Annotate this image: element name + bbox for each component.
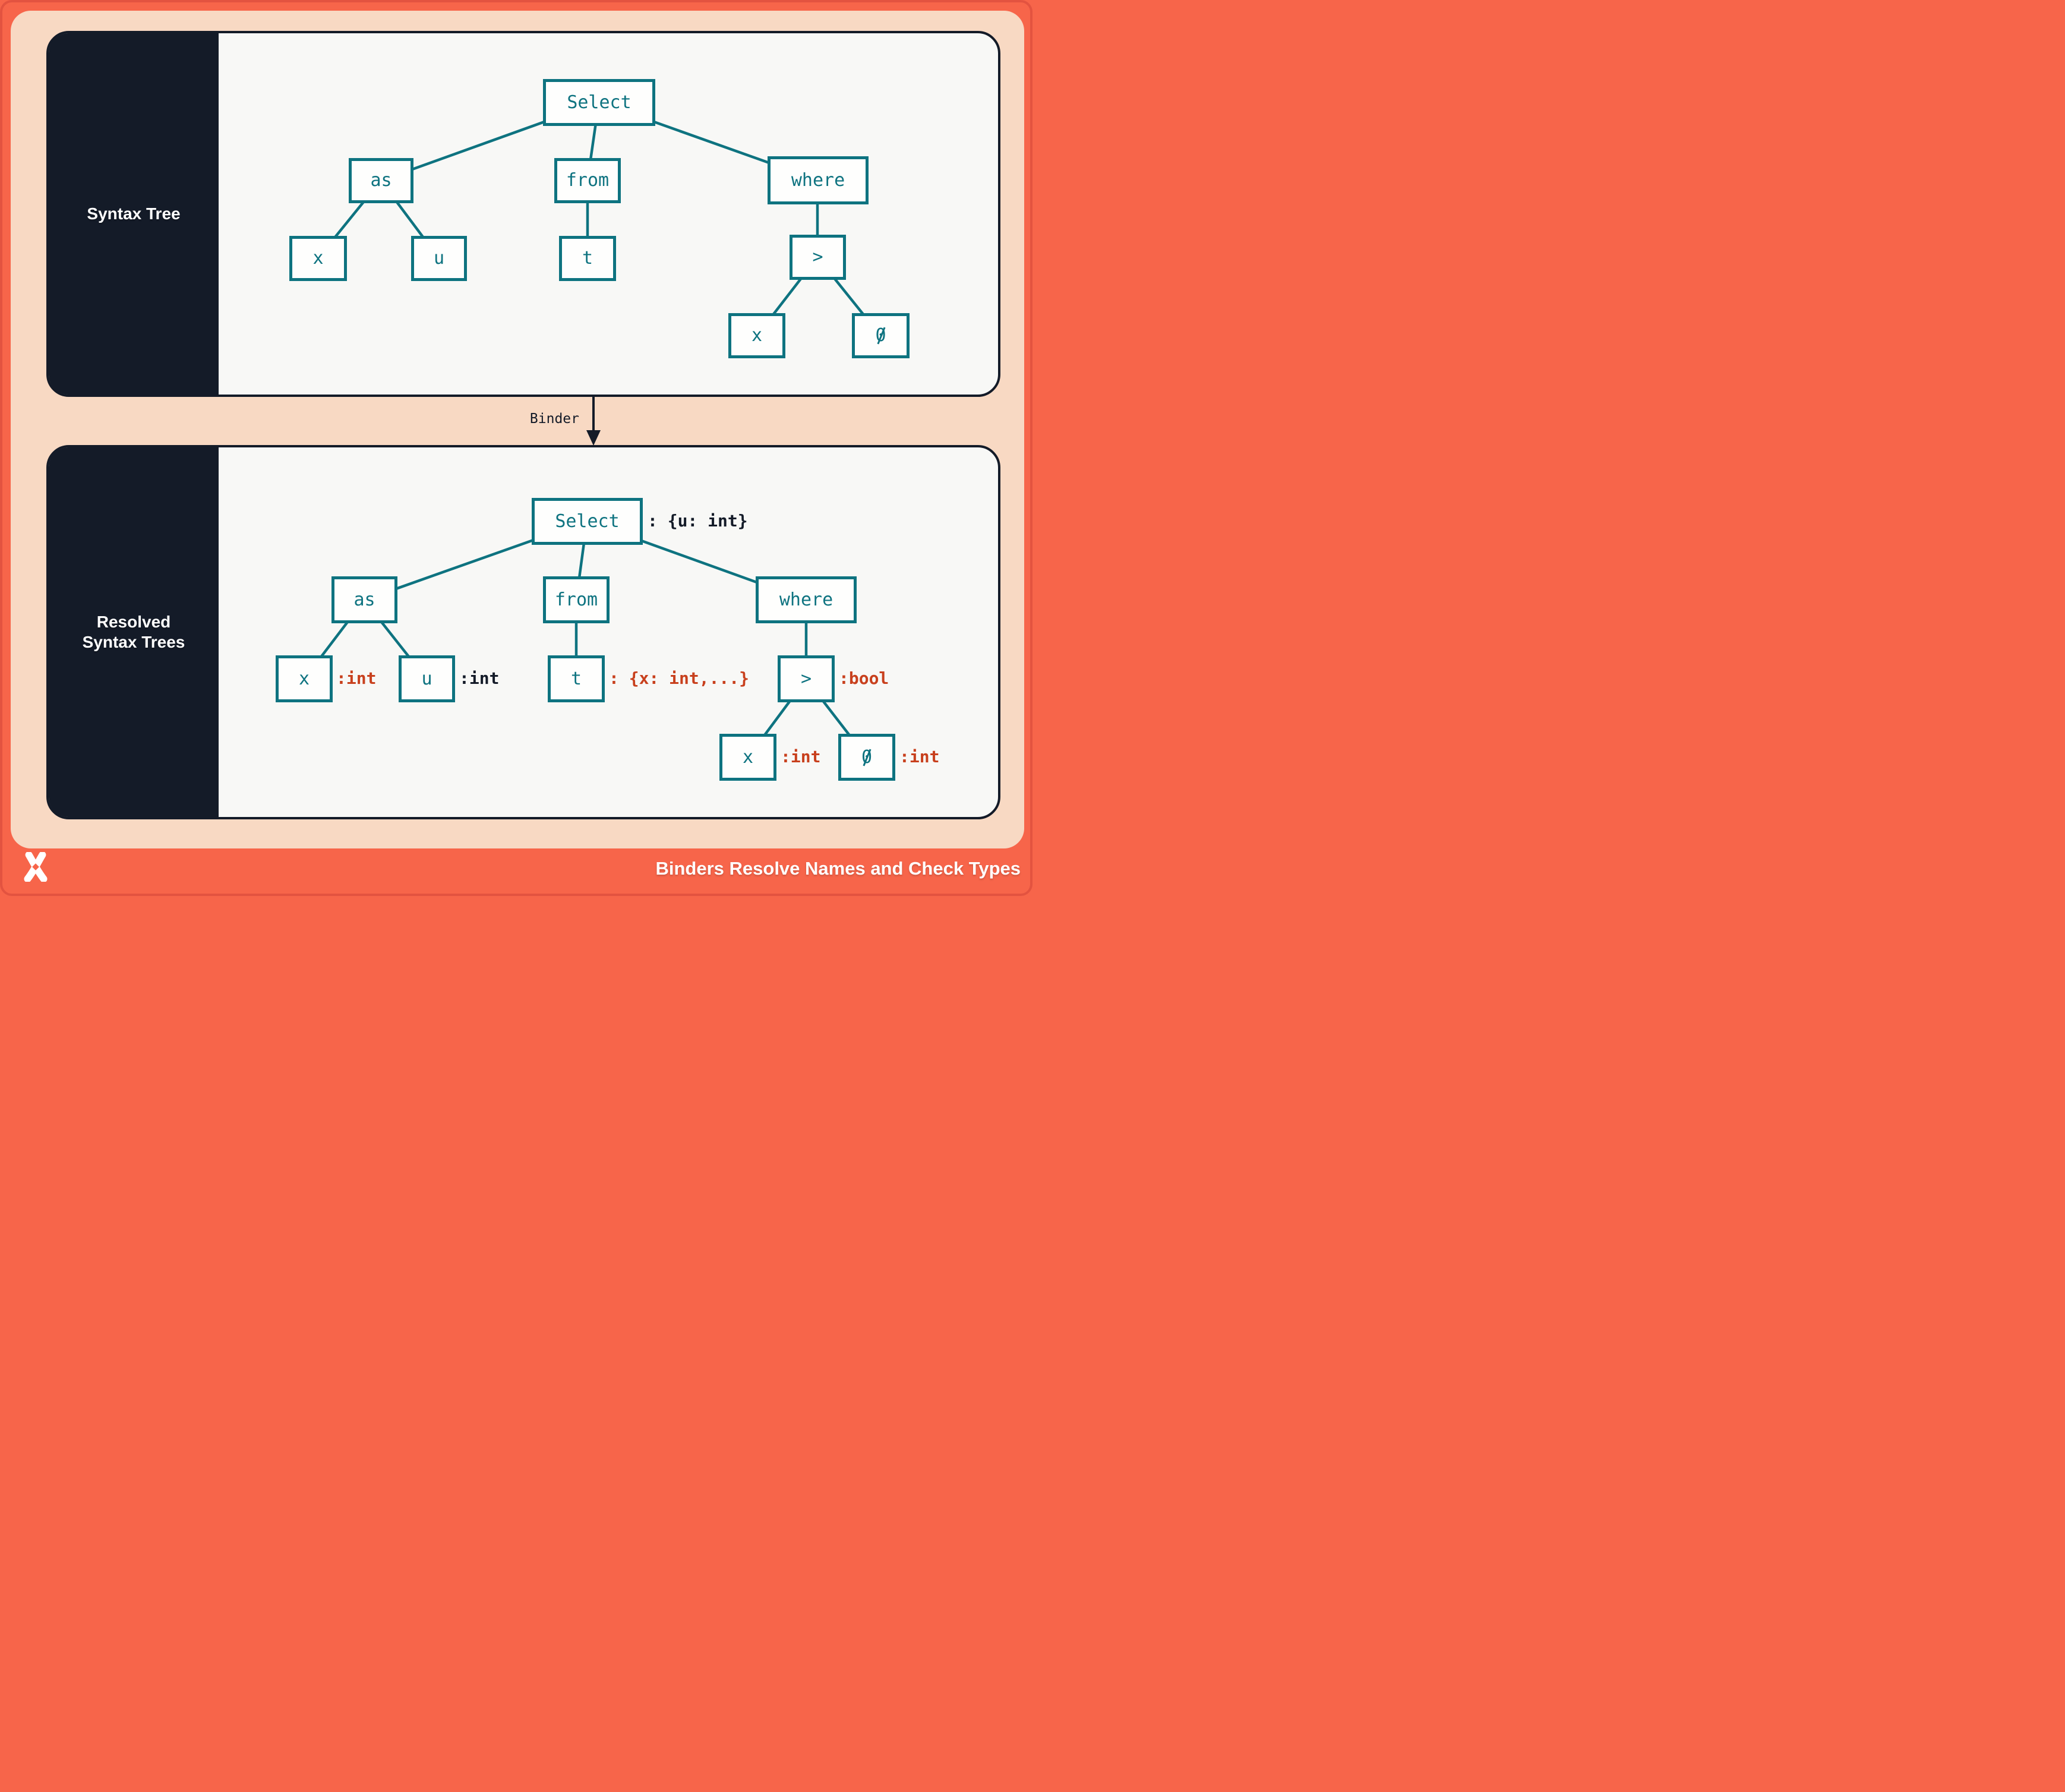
node-x2-resolved-label: x — [742, 746, 754, 768]
node-t-label: t — [582, 248, 593, 269]
binder-arrowhead-icon — [586, 430, 601, 446]
node-x: x — [289, 236, 347, 281]
footer-title: Binders Resolve Names and Check Types — [655, 858, 1021, 879]
node-from-resolved: from — [543, 576, 610, 623]
diagram-canvas: Syntax Tree Select as from where x u t >… — [0, 0, 1032, 896]
binder-arrow — [586, 396, 601, 446]
node-zero: 0 — [852, 313, 910, 358]
node-x2-resolved: x — [719, 734, 776, 781]
type-annotation-x: :int — [336, 668, 377, 688]
node-as-resolved: as — [331, 576, 397, 623]
node-u-resolved: u — [399, 655, 455, 702]
node-select: Select — [543, 79, 655, 126]
node-u-resolved-label: u — [421, 668, 432, 689]
node-zero-label: 0 — [875, 325, 886, 346]
node-where: where — [768, 156, 869, 204]
bottom-tree-edges — [303, 519, 868, 759]
node-from: from — [554, 158, 621, 203]
node-u-label: u — [433, 248, 445, 269]
node-x-resolved-label: x — [298, 668, 310, 689]
node-t: t — [559, 236, 616, 281]
type-annotation-gt: :bool — [839, 668, 889, 688]
node-t-resolved: t — [548, 655, 605, 702]
x-logo-icon — [24, 852, 48, 882]
node-zero-resolved: 0 — [838, 734, 895, 781]
syntax-tree-panel-title: Syntax Tree — [87, 204, 181, 223]
resolved-syntax-trees-sidebar: Resolved Syntax Trees — [49, 447, 219, 817]
node-where-resolved: where — [756, 576, 857, 623]
node-t-resolved-label: t — [570, 668, 582, 689]
node-zero-resolved-label: 0 — [861, 746, 873, 768]
node-greater-than: > — [790, 235, 846, 280]
type-annotation-zero: :int — [899, 747, 940, 766]
node-select-resolved-label: Select — [555, 510, 620, 532]
top-tree-edges — [317, 100, 882, 337]
node-select-label: Select — [567, 92, 632, 113]
syntax-tree-sidebar: Syntax Tree — [49, 33, 219, 395]
syntax-tree-panel: Syntax Tree — [46, 31, 1000, 397]
node-from-label: from — [566, 170, 610, 191]
node-x-resolved: x — [276, 655, 333, 702]
type-annotation-t: : {x: int,...} — [609, 668, 750, 688]
node-greater-than-resolved-label: > — [800, 668, 812, 689]
node-x2-label: x — [751, 325, 763, 346]
node-greater-than-resolved: > — [778, 655, 835, 702]
node-x2: x — [728, 313, 785, 358]
resolved-panel-title-line1: Resolved — [96, 613, 171, 632]
node-where-label: where — [791, 169, 845, 191]
node-as-resolved-label: as — [353, 589, 375, 610]
node-from-resolved-label: from — [554, 589, 598, 610]
footer: Binders Resolve Names and Check Types — [2, 848, 1030, 894]
resolved-panel-title-line2: Syntax Trees — [82, 633, 185, 651]
type-annotation-x2: :int — [781, 747, 821, 766]
node-select-resolved: Select — [532, 498, 643, 545]
binder-label: Binder — [529, 411, 579, 427]
type-annotation-select: : {u: int} — [648, 511, 748, 531]
type-annotation-u: :int — [459, 668, 500, 688]
node-where-resolved-label: where — [779, 589, 833, 610]
node-as-label: as — [370, 170, 392, 191]
node-u: u — [411, 236, 467, 281]
node-x-label: x — [312, 248, 324, 269]
node-greater-than-label: > — [812, 247, 823, 267]
node-as: as — [349, 158, 413, 203]
